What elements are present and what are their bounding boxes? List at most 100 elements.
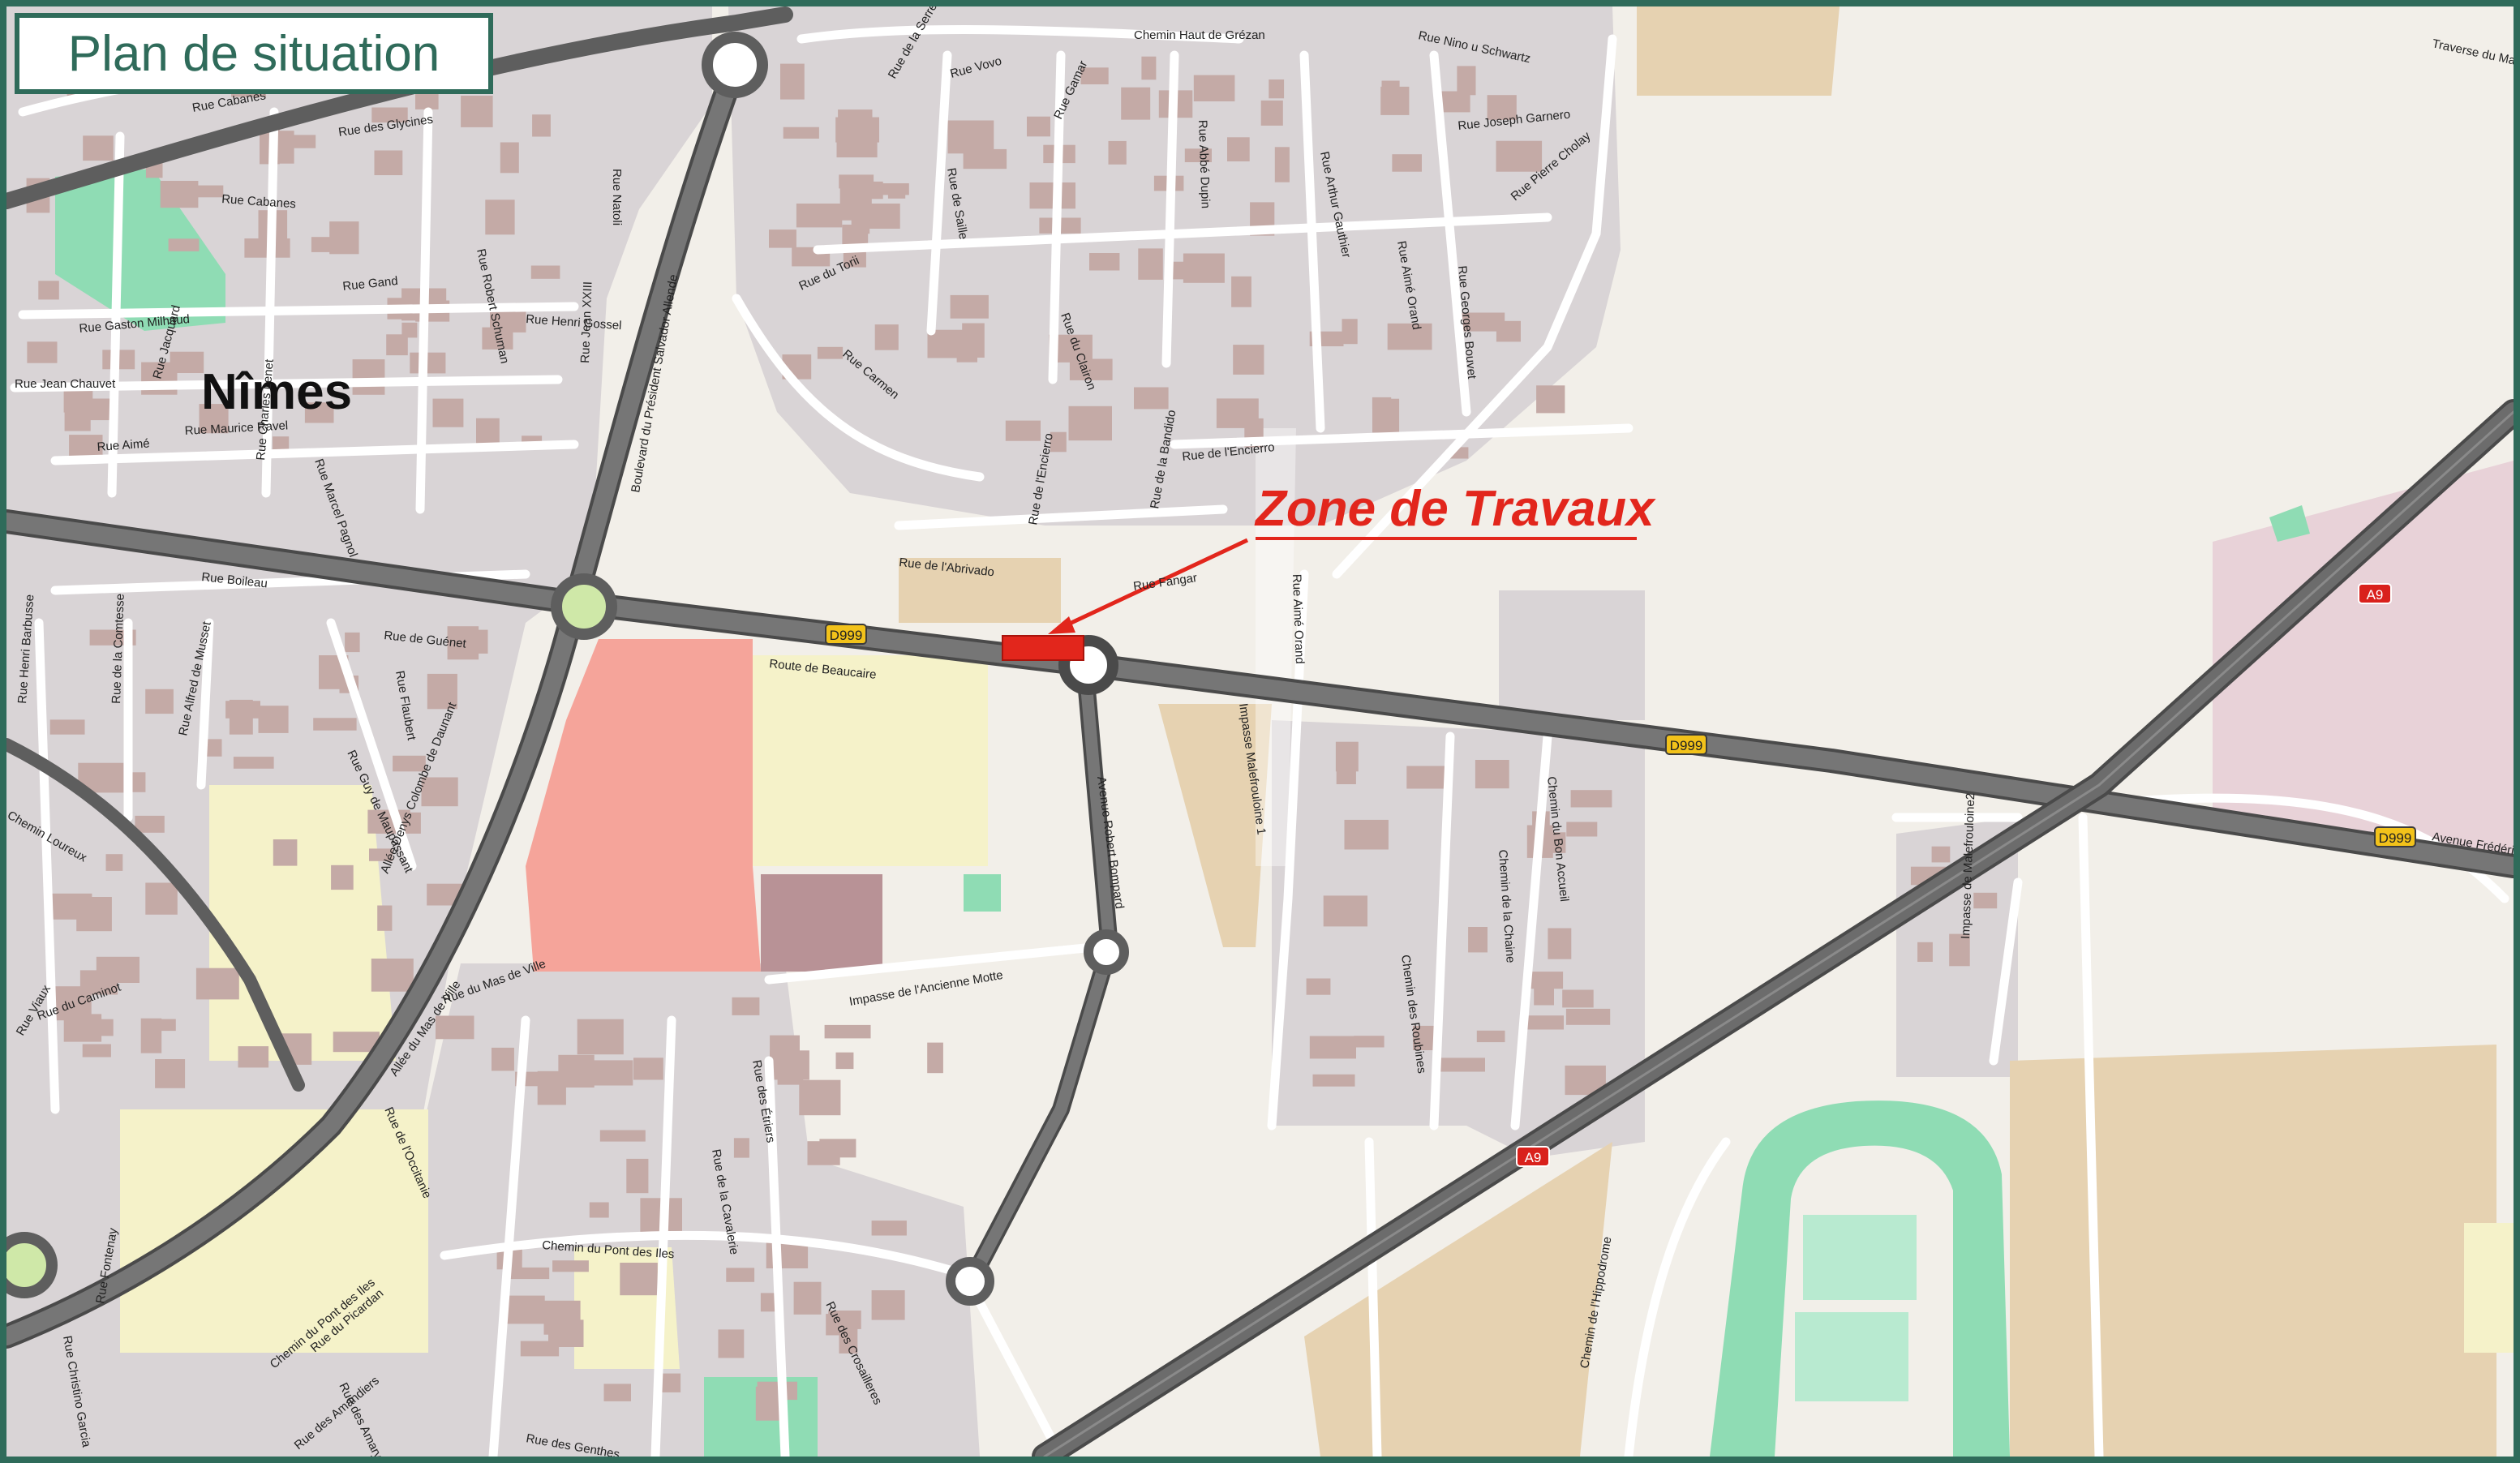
- building: [633, 1058, 663, 1080]
- building: [1487, 95, 1517, 120]
- building: [1336, 758, 1356, 784]
- building: [1274, 147, 1290, 182]
- building: [504, 1295, 545, 1324]
- building: [145, 882, 178, 915]
- building: [50, 893, 92, 920]
- building: [432, 398, 464, 427]
- map-title: Plan de situation: [67, 25, 440, 82]
- building: [871, 1290, 905, 1320]
- building: [145, 689, 174, 714]
- building: [1171, 261, 1188, 280]
- building: [352, 359, 385, 395]
- building: [27, 341, 58, 363]
- building: [331, 865, 354, 890]
- shield-d999-1: D999: [825, 624, 867, 645]
- building: [82, 1044, 111, 1058]
- building: [1457, 66, 1476, 96]
- building: [838, 109, 873, 131]
- hippodrome-field-2: [1795, 1312, 1908, 1401]
- building: [796, 204, 843, 228]
- street: [415, 107, 433, 514]
- street: [1989, 877, 2023, 1066]
- avenue-bompard: [965, 665, 1116, 1286]
- building: [1525, 1015, 1564, 1030]
- farmland-areas: [899, 6, 2496, 1457]
- building: [233, 757, 274, 769]
- building: [415, 92, 439, 109]
- building: [1260, 100, 1283, 126]
- building: [461, 96, 493, 127]
- building: [1183, 253, 1225, 283]
- street: [34, 618, 60, 1114]
- building: [1141, 56, 1157, 80]
- building: [160, 181, 199, 208]
- building: [393, 755, 426, 772]
- building: [258, 706, 289, 733]
- building: [947, 120, 994, 154]
- building: [500, 142, 519, 174]
- building: [537, 1070, 566, 1105]
- building: [874, 324, 899, 350]
- building: [1468, 927, 1488, 953]
- street-label: Rue Aimé Orand: [1290, 574, 1307, 664]
- building: [1476, 1030, 1505, 1043]
- building: [590, 1060, 633, 1086]
- street-label: Rue Cabanes: [221, 192, 297, 211]
- street-label: Rue Jean XXIII: [578, 281, 595, 363]
- street: [1161, 50, 1179, 368]
- building: [83, 135, 114, 161]
- school-5: [2464, 1223, 2514, 1353]
- building: [532, 114, 551, 137]
- building: [826, 1314, 857, 1336]
- building: [1562, 989, 1594, 1008]
- street: [1510, 732, 1552, 1130]
- building: [589, 1202, 609, 1218]
- building: [1050, 431, 1067, 453]
- work-zone-label: Zone de Travaux: [1254, 481, 1656, 537]
- park-2: [964, 874, 1001, 912]
- building: [950, 294, 989, 319]
- building: [1380, 86, 1410, 115]
- farmland-1: [1637, 6, 1840, 96]
- shield-a9-1: A9: [2358, 583, 2392, 604]
- building: [466, 629, 488, 654]
- street: [440, 1230, 960, 1276]
- building: [718, 1329, 745, 1358]
- building: [867, 204, 900, 229]
- building: [140, 1018, 162, 1053]
- building: [1565, 1008, 1611, 1025]
- building: [386, 334, 408, 356]
- street-label: Rue Natoli: [610, 169, 624, 225]
- building: [927, 1042, 943, 1074]
- street: [2078, 813, 2104, 1457]
- building: [839, 174, 874, 189]
- building: [1387, 323, 1432, 350]
- building: [1134, 387, 1169, 410]
- building: [329, 221, 359, 255]
- road-west-diagonal: [6, 738, 305, 1092]
- street: [107, 131, 125, 498]
- roundabout-bompard: [1084, 929, 1129, 975]
- building: [1216, 398, 1259, 428]
- hospital-area: [526, 639, 761, 972]
- building: [199, 404, 229, 434]
- building: [836, 135, 878, 158]
- street: [326, 618, 417, 871]
- building: [1068, 405, 1112, 441]
- building: [96, 956, 140, 983]
- building: [371, 959, 414, 992]
- building: [769, 230, 796, 248]
- building: [1548, 928, 1572, 959]
- building: [835, 1052, 854, 1070]
- building: [345, 632, 360, 653]
- building: [371, 107, 408, 123]
- street: [1364, 1137, 1382, 1457]
- building: [520, 1341, 560, 1357]
- hippodrome: [1710, 1100, 2010, 1457]
- shield-d999-2: D999: [1665, 734, 1707, 755]
- street: [894, 504, 1228, 530]
- building: [377, 905, 393, 931]
- building: [1080, 67, 1109, 84]
- park-1: [55, 169, 225, 331]
